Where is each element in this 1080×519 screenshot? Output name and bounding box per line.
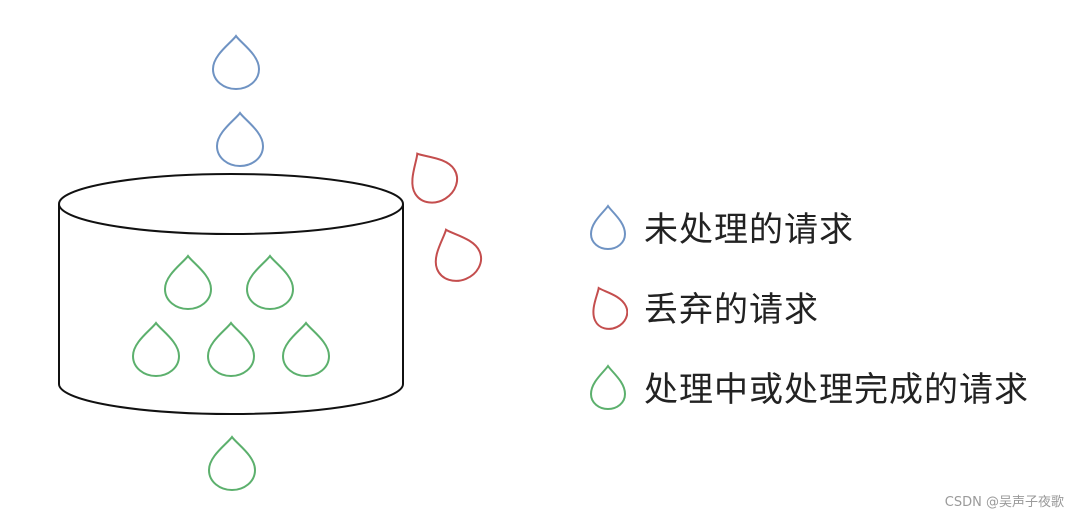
dropped-drop-icon — [396, 140, 466, 212]
legend-item-dropped: 丢弃的请求 — [588, 282, 819, 330]
legend-label-processed: 处理中或处理完成的请求 — [644, 369, 1029, 410]
processing-drop-icon — [207, 322, 255, 377]
legend-label-dropped: 丢弃的请求 — [644, 289, 819, 330]
green-drop-icon — [589, 364, 627, 410]
processing-drop-icon — [132, 322, 180, 377]
output-drop-icon — [208, 436, 256, 491]
processing-drop-icon — [246, 255, 294, 310]
incoming-drop-icon — [212, 35, 260, 90]
dropped-drop-icon — [423, 220, 489, 289]
bucket-top — [58, 173, 404, 235]
legend-item-processed: 处理中或处理完成的请求 — [588, 362, 1029, 410]
legend-label-unprocessed: 未处理的请求 — [644, 209, 854, 250]
processing-drop-icon — [282, 322, 330, 377]
legend-item-unprocessed: 未处理的请求 — [588, 202, 854, 250]
processing-drop-icon — [164, 255, 212, 310]
red-drop-icon — [592, 286, 628, 330]
bucket — [58, 173, 404, 415]
incoming-drop-icon — [216, 112, 264, 167]
blue-drop-icon — [589, 204, 627, 250]
watermark: CSDN @吴声子夜歌 — [944, 495, 1064, 510]
bucket-body — [58, 204, 404, 415]
